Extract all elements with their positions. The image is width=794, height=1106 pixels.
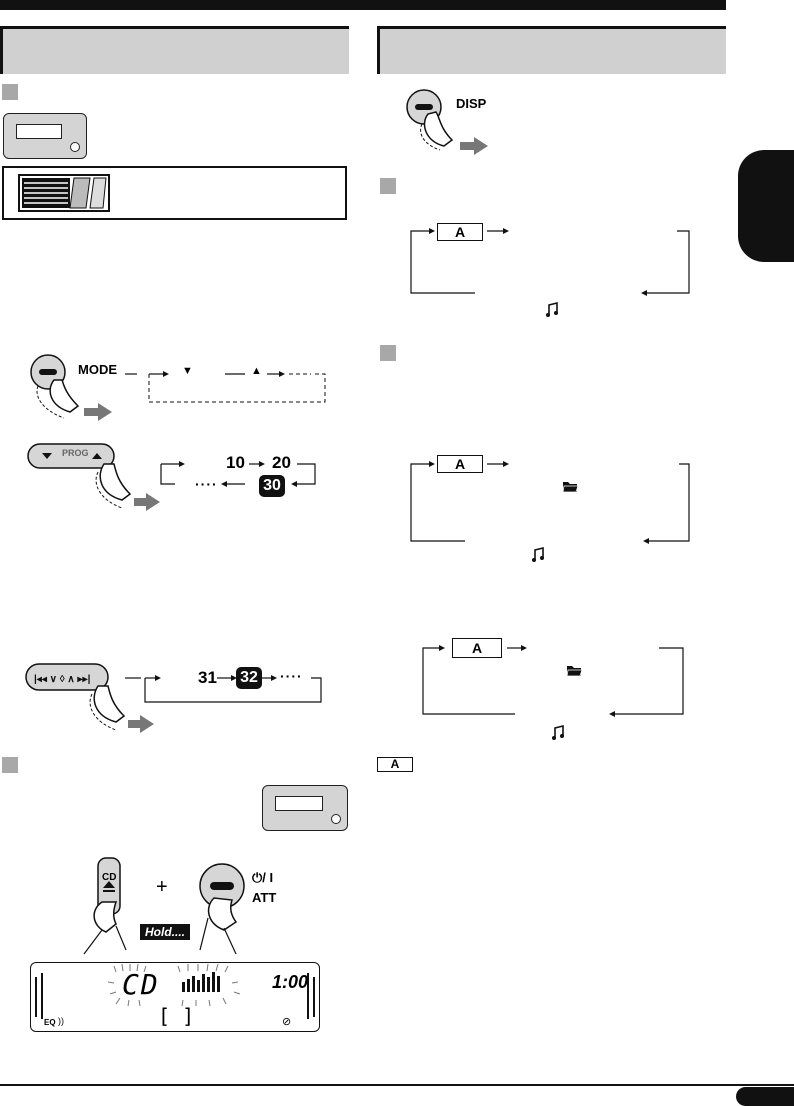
- lcd-eq-label: EQ: [44, 1018, 56, 1027]
- music-note-icon: [546, 301, 558, 317]
- unit-faceplate-icon-2: [262, 785, 348, 831]
- mode-up-arrow: ▲: [251, 365, 262, 377]
- display-flow-diagram-2: [410, 461, 690, 562]
- eq-indicator-icon: )): [58, 1016, 64, 1026]
- panel-detach-icon: [18, 174, 110, 212]
- display-box-a-1: A: [437, 223, 483, 241]
- right-section-header: [377, 26, 726, 74]
- display-box-a-3: A: [452, 638, 502, 658]
- cd-label: CD: [102, 872, 117, 883]
- unit-faceplate-icon: [3, 113, 87, 159]
- top-bar: [0, 0, 726, 10]
- mode-button-press-illustration[interactable]: [22, 354, 122, 424]
- step-square-left-2: [2, 757, 18, 773]
- prog-button-press-illustration[interactable]: [26, 442, 166, 514]
- page-number-tab: [736, 1087, 794, 1106]
- language-side-tab: [738, 150, 794, 262]
- svg-text:|◂◂ ∨ ◊ ∧ ▸▸|: |◂◂ ∨ ◊ ∧ ▸▸|: [34, 674, 91, 685]
- legend-box-a: A: [377, 757, 413, 772]
- plus-sign: +: [156, 876, 168, 898]
- lcd-display: [30, 962, 320, 1032]
- mode-down-arrow: ▼: [182, 365, 193, 377]
- display-flow-diagram-1: [410, 228, 690, 317]
- prog-value-20: 20: [272, 453, 291, 472]
- cd-eject-button-press-illustration[interactable]: [62, 854, 152, 956]
- left-section-header: [0, 26, 349, 74]
- music-note-icon: [532, 546, 544, 562]
- track-value-32-highlighted: 32: [236, 667, 262, 689]
- track-sequence-diagram: [125, 675, 322, 703]
- prog-dots: ····: [195, 476, 218, 492]
- bottom-rule: [0, 1084, 794, 1086]
- disp-label: DISP: [456, 96, 487, 111]
- power-att-button-press-illustration[interactable]: [196, 862, 276, 956]
- prog-value-30-highlighted: 30: [259, 475, 285, 497]
- no-disc-icon: ⊘: [282, 1016, 292, 1028]
- display-box-a-2: A: [437, 455, 483, 473]
- step-square-right-2: [380, 345, 396, 361]
- display-flow-diagram-3: [422, 645, 684, 740]
- track-value-31: 31: [198, 668, 217, 687]
- prog-value-10: 10: [226, 453, 245, 472]
- lcd-time: 1:00: [272, 972, 309, 992]
- track-dots: ····: [280, 668, 303, 684]
- lcd-bottom-text: [ ]: [158, 1004, 195, 1028]
- lcd-blink-rays: [108, 964, 241, 1007]
- prog-label: PROG: [62, 448, 89, 458]
- panel-frame: [2, 166, 347, 220]
- folder-icon: [566, 666, 583, 677]
- music-note-icon: [552, 724, 564, 740]
- folder-icon: [562, 482, 579, 493]
- lcd-source-text: CD: [122, 968, 160, 1001]
- hold-badge: Hold....: [140, 924, 190, 940]
- disp-button-press-illustration[interactable]: [400, 88, 490, 156]
- mode-sequence-diagram: [125, 371, 326, 403]
- power-label: ⏻/ I: [252, 870, 274, 885]
- step-square-left-1: [2, 84, 18, 100]
- mode-label: MODE: [78, 362, 117, 377]
- att-label: ATT: [252, 890, 277, 905]
- track-button-press-illustration[interactable]: |◂◂ ∨ ◊ ∧ ▸▸|: [24, 662, 164, 736]
- step-square-right-1: [380, 178, 396, 194]
- prog-sequence-diagram: [160, 461, 316, 487]
